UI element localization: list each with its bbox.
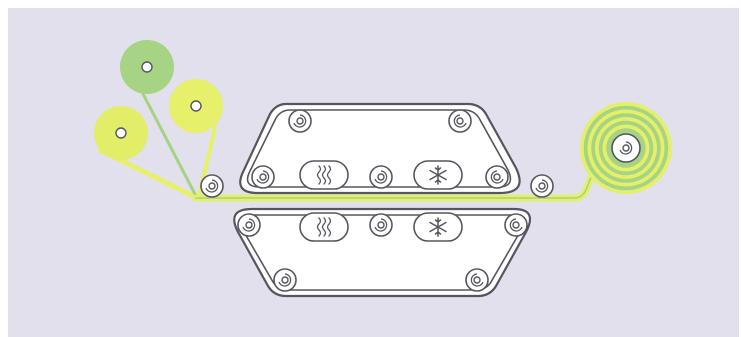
heat-waves-icon (316, 217, 332, 237)
supply-roll-top-core (141, 61, 153, 73)
roller-hub (377, 221, 385, 229)
supply-roll-left-core (115, 127, 127, 139)
rotation-arrow-icon (374, 218, 388, 232)
rotation-arrow-icon (470, 273, 484, 287)
upper-roller-bottom-right (485, 165, 509, 189)
lower-cooling-unit (413, 212, 463, 242)
lower-roller-top-left (237, 213, 261, 237)
upper-heating-unit (299, 160, 349, 190)
lower-heating-unit (299, 212, 349, 242)
supply-roll-right (169, 79, 223, 133)
roller-hub (456, 117, 464, 125)
upper-roller-middle (369, 165, 393, 189)
roller-hub (377, 173, 385, 181)
take-up-core-hub (622, 144, 630, 152)
lower-roller-bottom-left (273, 268, 297, 292)
snowflake-icon (429, 165, 447, 185)
upper-cooling-unit (413, 160, 463, 190)
rotation-arrow-icon (256, 170, 270, 184)
rotation-arrow-icon (293, 114, 307, 128)
guide-roller-left (200, 174, 224, 198)
rotation-arrow-icon (242, 218, 256, 232)
guide-roller-right-hub (538, 182, 546, 190)
lower-roller-top-right (504, 213, 528, 237)
rotation-arrow-icon (509, 218, 523, 232)
roller-hub (512, 221, 520, 229)
roller-hub (245, 221, 253, 229)
rotation-arrow-icon (619, 141, 633, 155)
lower-roller-bottom-right (465, 268, 489, 292)
rotation-arrow-icon (205, 179, 219, 193)
rotation-arrow-icon (374, 170, 388, 184)
heat-waves-icon (316, 165, 332, 185)
roller-hub (281, 276, 289, 284)
rotation-arrow-icon (453, 114, 467, 128)
supply-roll-right-core (190, 100, 202, 112)
guide-roller-left-hub (208, 182, 216, 190)
upper-roller-top-right (448, 109, 472, 133)
rotation-arrow-icon (490, 170, 504, 184)
guide-roller-right (530, 174, 554, 198)
upper-roller-top-left (288, 109, 312, 133)
upper-roller-bottom-left (251, 165, 275, 189)
roller-hub (296, 117, 304, 125)
snowflake-icon (429, 217, 447, 237)
heating-unit-body (299, 212, 349, 242)
film-from-top-roll (138, 86, 198, 198)
roller-hub (259, 173, 267, 181)
rotation-arrow-icon (278, 273, 292, 287)
heating-unit-body (299, 160, 349, 190)
supply-roll-top (120, 40, 174, 94)
roller-hub (473, 276, 481, 284)
lower-roller-middle (369, 213, 393, 237)
roller-hub (493, 173, 501, 181)
supply-roll-left (94, 106, 148, 160)
take-up-roll-core (611, 133, 641, 163)
rotation-arrow-icon (535, 179, 549, 193)
